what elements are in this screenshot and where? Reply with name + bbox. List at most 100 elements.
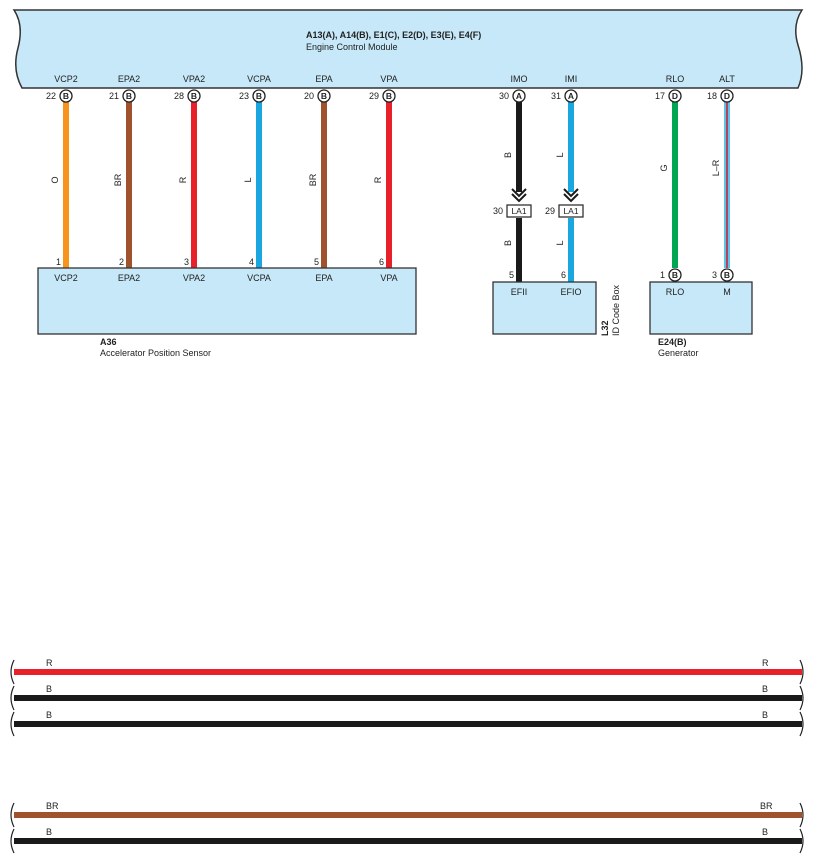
pin-18: D18 [707, 89, 734, 103]
svg-text:BR: BR [760, 801, 773, 811]
pin-17: D 17 [655, 89, 682, 103]
code-vcpa: L [243, 177, 253, 182]
svg-text:VPA: VPA [380, 273, 397, 283]
svg-text:3: 3 [712, 270, 717, 280]
code-imi-lower: L [555, 240, 565, 245]
svg-text:22: 22 [46, 91, 56, 101]
ecm-label-rlo: RLO [666, 74, 685, 84]
svg-text:VPA2: VPA2 [183, 273, 205, 283]
code-imo-lower: B [503, 240, 513, 246]
svg-text:B: B [762, 684, 768, 694]
chevron-down-icon [511, 188, 527, 203]
svg-text:29: 29 [369, 91, 379, 101]
svg-text:LA1: LA1 [511, 206, 526, 216]
svg-text:EFIO: EFIO [560, 287, 581, 297]
pin-20: B 20 [304, 89, 331, 103]
svg-text:B: B [46, 827, 52, 837]
svg-text:EFII: EFII [511, 287, 528, 297]
pin-28: B 28 [174, 89, 201, 103]
gen-name: Generator [658, 348, 699, 358]
pin-30: A 30 [499, 89, 526, 103]
code-imi: L [555, 152, 565, 157]
svg-text:2: 2 [119, 257, 124, 267]
svg-text:D: D [672, 91, 678, 101]
ecm-label-epa2: EPA2 [118, 74, 140, 84]
svg-text:17: 17 [655, 91, 665, 101]
svg-text:5: 5 [314, 257, 319, 267]
ecm-label-imi: IMI [565, 74, 578, 84]
ecm-label-imo: IMO [511, 74, 528, 84]
ecm-name: Engine Control Module [306, 42, 398, 52]
aps-box [37, 267, 417, 335]
svg-text:VCP2: VCP2 [54, 273, 78, 283]
svg-text:D: D [724, 91, 730, 101]
pin-21: B21 [109, 89, 136, 103]
idbox-box [492, 281, 597, 335]
aps-id: A36 [100, 337, 117, 347]
svg-text:B: B [724, 270, 730, 280]
svg-text:B: B [191, 91, 197, 101]
svg-text:M: M [723, 287, 731, 297]
svg-text:30: 30 [499, 91, 509, 101]
pin-23: B 23 [239, 89, 266, 103]
chevron-down-icon [563, 188, 579, 203]
code-alt: L–R [711, 159, 721, 176]
wires [63, 102, 730, 282]
svg-text:A: A [568, 91, 574, 101]
ecm-label-epa: EPA [315, 74, 332, 84]
ecm-connectors: A13(A), A14(B), E1(C), E2(D), E3(E), E4(… [306, 30, 481, 40]
svg-text:BR: BR [46, 801, 59, 811]
svg-text:B: B [321, 91, 327, 101]
svg-text:R: R [46, 658, 53, 668]
svg-text:A: A [516, 91, 522, 101]
svg-text:3: 3 [184, 257, 189, 267]
wire-group-2: BR BR B B [10, 801, 804, 854]
chevron-icons [511, 188, 579, 203]
aps-name: Accelerator Position Sensor [100, 348, 211, 358]
svg-text:28: 28 [174, 91, 184, 101]
ecm-pin-labels: VCP2 EPA2 VPA2 VCPA EPA VPA IMO IMI RLO … [54, 74, 735, 84]
svg-text:6: 6 [379, 257, 384, 267]
pin-31: A 31 [551, 89, 578, 103]
idbox-name: ID Code Box [611, 284, 621, 336]
svg-text:1: 1 [660, 270, 665, 280]
ecm-box [12, 9, 804, 89]
code-vpa: R [373, 176, 383, 183]
svg-text:B: B [63, 91, 69, 101]
gen-id: E24(B) [658, 337, 687, 347]
code-vcp2: O [50, 176, 60, 183]
svg-text:B: B [256, 91, 262, 101]
svg-text:B: B [46, 710, 52, 720]
ecm-label-vpa: VPA [380, 74, 397, 84]
svg-text:21: 21 [109, 91, 119, 101]
svg-text:30: 30 [493, 206, 503, 216]
ecm-label-vcpa: VCPA [247, 74, 271, 84]
svg-text:20: 20 [304, 91, 314, 101]
svg-text:B: B [46, 684, 52, 694]
svg-text:23: 23 [239, 91, 249, 101]
gen-pins: B 1 B 3 RLO M [660, 268, 734, 297]
svg-text:B: B [672, 270, 678, 280]
ecm-label-vpa2: VPA2 [183, 74, 205, 84]
code-imo: B [503, 152, 513, 158]
idbox-id: L32 [600, 320, 610, 336]
ecm-label-vcp2: VCP2 [54, 74, 78, 84]
junction-la1-imi: LA1 29 [545, 204, 584, 218]
code-epa2: BR [113, 173, 123, 186]
svg-text:VCPA: VCPA [247, 273, 271, 283]
wire-color-codes: O BR R L BR R B B L L G L–R [50, 152, 721, 246]
svg-text:29: 29 [545, 206, 555, 216]
svg-text:31: 31 [551, 91, 561, 101]
svg-text:EPA: EPA [315, 273, 332, 283]
ecm-label-alt: ALT [719, 74, 735, 84]
svg-text:B: B [762, 827, 768, 837]
pin-29: B29 [369, 89, 396, 103]
svg-text:LA1: LA1 [563, 206, 578, 216]
pin-22: B 22 [46, 89, 73, 103]
svg-text:RLO: RLO [666, 287, 685, 297]
svg-text:B: B [762, 710, 768, 720]
code-rlo: G [659, 164, 669, 171]
svg-text:4: 4 [249, 257, 254, 267]
svg-text:EPA2: EPA2 [118, 273, 140, 283]
